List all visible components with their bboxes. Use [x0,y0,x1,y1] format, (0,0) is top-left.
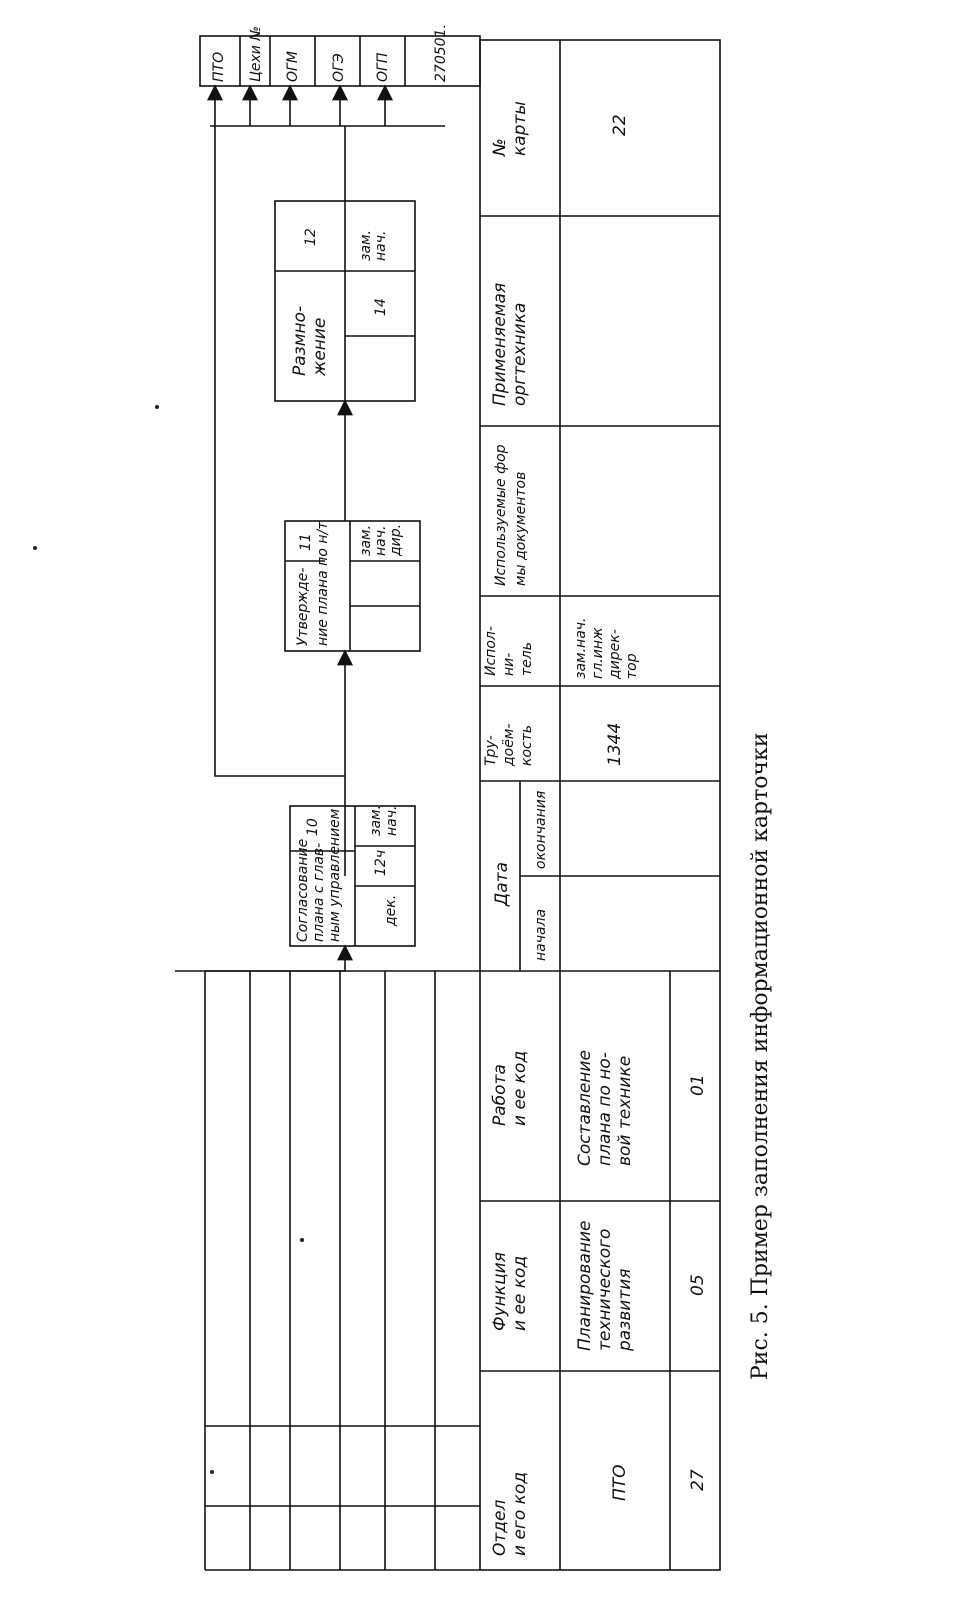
function-code: 05 [688,1274,708,1296]
date-end-header: окончания [533,791,549,869]
step10-text: Согласованиеплана с глав-ным управлением [295,808,343,942]
scan-speck [155,405,159,409]
recipient-oge: ОГЭ [331,53,347,82]
information-card: Отдели его код Функцияи ее код Работаи е… [25,0,725,1576]
recipient-ogp: ОГП [375,52,391,82]
recipient-pto: ПТО [211,52,227,82]
function-header: Функцияи ее код [490,1252,530,1331]
scan-speck [300,1238,304,1242]
step10-cell-3: зам.нач. [368,805,400,836]
labor-value: 1344 [605,723,625,766]
step11-text: Утвержде-ние плана по н/т [295,521,331,646]
table-border [479,39,721,1571]
dept-name: ПТО [610,1464,630,1501]
step12-num: 12 [303,228,319,246]
labor-header: Тру-доём-кость [483,724,535,767]
recipient-code-1: 27050112 [433,26,449,82]
executor-header: Испол-ни-тель [483,626,535,676]
scan-speck [33,546,37,550]
step12-cell-2: зам.нач. [358,230,389,261]
recipient-ogm: ОГМ [285,51,301,82]
dept-code: 27 [688,1469,708,1491]
step11-num: 11 [298,533,314,551]
card-no-value: 22 [610,114,630,136]
executor-value: зам.нач.гл.инждирек-тор [573,618,640,681]
dept-header: Отдели его код [490,1472,530,1556]
orgtech-header: Применяемаяоргтехника [490,283,530,406]
figure-caption: Рис. 5. Пример заполнения информационной… [748,732,773,1381]
step11-cells: зам.нач.дир. [358,524,404,557]
scan-speck [210,1470,214,1474]
work-code: 01 [688,1074,708,1096]
recipients-table [199,35,481,87]
step10-cell-1: дек. [383,895,399,927]
card-drawing: Отдели его код Функцияи ее код Работаи е… [175,0,721,1571]
step12-cell-1: 14 [373,298,389,316]
step10-num: 10 [305,818,321,836]
work-header: Работаи ее код [490,1051,530,1126]
step10-cell-2: 12ч [373,850,389,876]
date-start-header: начала [533,909,549,961]
recipient-shops: Цехи №1,2,3 [248,26,264,82]
function-name: Планированиетехническогоразвития [575,1221,635,1352]
step12-text: Размно-жение [290,306,330,377]
date-header: Дата [492,862,512,907]
card-no-header: №карты [490,101,530,157]
work-name: Составлениеплана по но-вой технике [575,1050,635,1166]
